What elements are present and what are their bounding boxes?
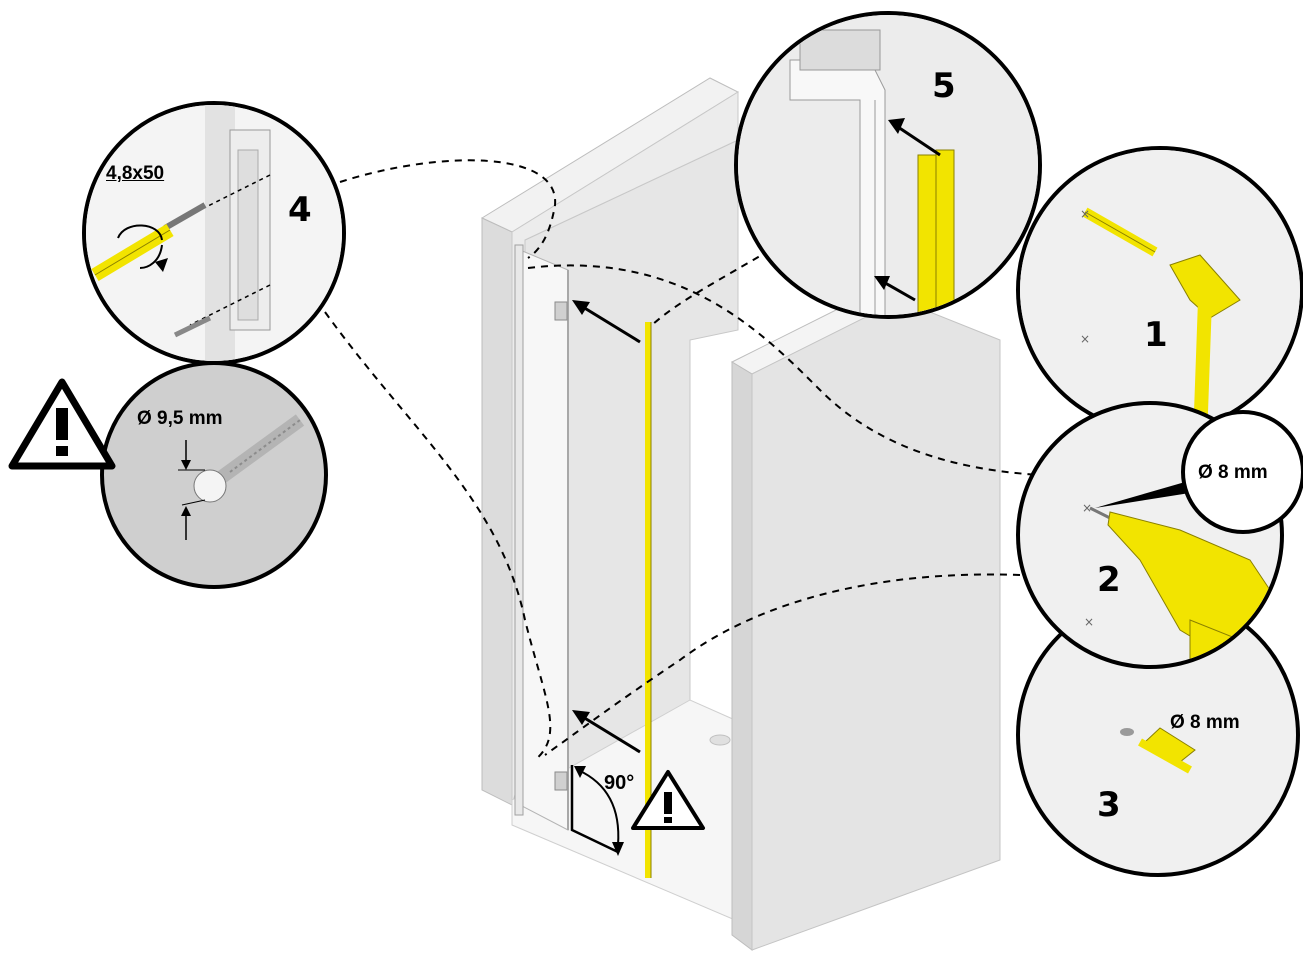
detail-circle-5 bbox=[734, 11, 1042, 319]
step-1-number: 1 bbox=[1144, 315, 1168, 355]
drill-diameter-callout bbox=[1181, 410, 1303, 534]
wall-profile bbox=[514, 244, 524, 816]
warning-triangle-door bbox=[631, 770, 705, 830]
leader-lines bbox=[324, 159, 1041, 761]
angle-arc bbox=[577, 769, 620, 846]
right-wall-edge bbox=[731, 361, 753, 951]
step-3-number: 3 bbox=[1097, 785, 1121, 825]
arrow-top bbox=[577, 302, 641, 344]
screw-head-diameter-label: Ø 9,5 mm bbox=[137, 408, 223, 429]
angle-label: 90° bbox=[604, 772, 635, 794]
warning-triangle-large bbox=[8, 378, 116, 470]
angle-arc-head-bottom bbox=[612, 842, 624, 856]
drill-callout-pointer bbox=[1095, 480, 1196, 508]
arrow-top-head bbox=[572, 300, 590, 315]
svg-text:×: × bbox=[1080, 332, 1090, 346]
arrow-bottom-head bbox=[572, 710, 590, 725]
right-wall-side bbox=[751, 299, 1001, 951]
leader-4-bottom bbox=[324, 311, 552, 761]
glass-door bbox=[519, 249, 569, 831]
left-wall-front bbox=[481, 217, 513, 806]
svg-text:×: × bbox=[1080, 207, 1090, 221]
angle-arc-head-top bbox=[574, 766, 586, 778]
step-5-number: 5 bbox=[932, 66, 956, 106]
detail-circle-4 bbox=[82, 101, 346, 365]
detail-circle-2: × × bbox=[1016, 401, 1303, 669]
leader-5 bbox=[651, 249, 771, 326]
step-2-number: 2 bbox=[1097, 560, 1121, 600]
angle-marker bbox=[570, 765, 619, 854]
step-4-number: 4 bbox=[288, 190, 312, 230]
plug-diameter-label: Ø 8 mm bbox=[1170, 712, 1240, 733]
leader-4-top bbox=[339, 159, 557, 259]
svg-text:×: × bbox=[1082, 501, 1092, 515]
detail-circle-1: × × bbox=[1016, 146, 1303, 434]
tray-drain bbox=[709, 734, 731, 746]
drill-diameter-label: Ø 8 mm bbox=[1198, 462, 1268, 483]
svg-text:×: × bbox=[1084, 615, 1094, 629]
hinge-bottom bbox=[554, 771, 568, 791]
warning-circle-screw bbox=[100, 361, 328, 589]
arrow-bottom bbox=[577, 712, 641, 754]
screw-size-label: 4,8x50 bbox=[106, 163, 165, 184]
hinge-top bbox=[554, 301, 568, 321]
leader-2-3 bbox=[544, 573, 1021, 756]
